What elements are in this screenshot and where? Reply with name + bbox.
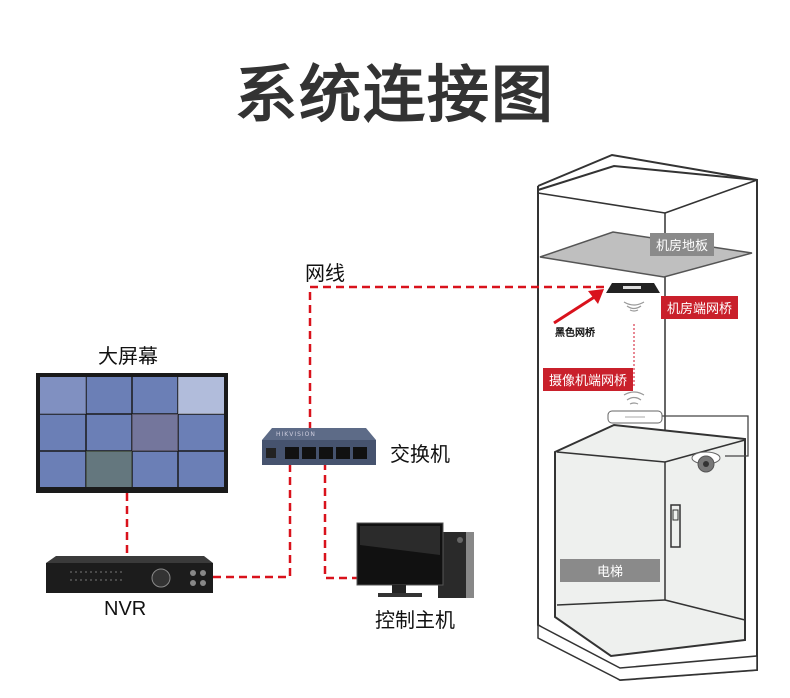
- machine-room-floor: [539, 231, 753, 278]
- black-bridge-label: 黑色网桥: [555, 328, 595, 339]
- page-title: 系统连接图: [234, 58, 555, 131]
- network-cables: [125, 285, 605, 580]
- nvr-label: NVR: [104, 598, 147, 620]
- camera-bridge-tag: 摄像机端网桥: [543, 368, 634, 391]
- big-screen-label: 大屏幕: [98, 344, 158, 368]
- machine-room-floor-tag: 机房地板: [650, 233, 715, 256]
- arrow-icon: [553, 289, 604, 325]
- elevator-panel: [670, 504, 681, 548]
- host-label: 控制主机: [375, 608, 455, 632]
- host-computer-icon: [356, 522, 474, 598]
- dome-camera-icon: [691, 451, 721, 473]
- switch-label: 交换机: [390, 442, 450, 466]
- network-switch-icon: [262, 428, 376, 465]
- nvr-icon: [46, 556, 213, 593]
- cable-label: 网线: [305, 261, 345, 285]
- elevator-car: [537, 423, 758, 681]
- camera-wire: [662, 415, 749, 457]
- machine-room-bridge-tag: 机房端网桥: [661, 296, 739, 319]
- big-screen-icon: [36, 373, 228, 493]
- elevator-tag: 电梯: [560, 559, 660, 582]
- switch-brand: HIKVISION: [276, 431, 316, 438]
- wifi-waves-icon: [623, 301, 645, 405]
